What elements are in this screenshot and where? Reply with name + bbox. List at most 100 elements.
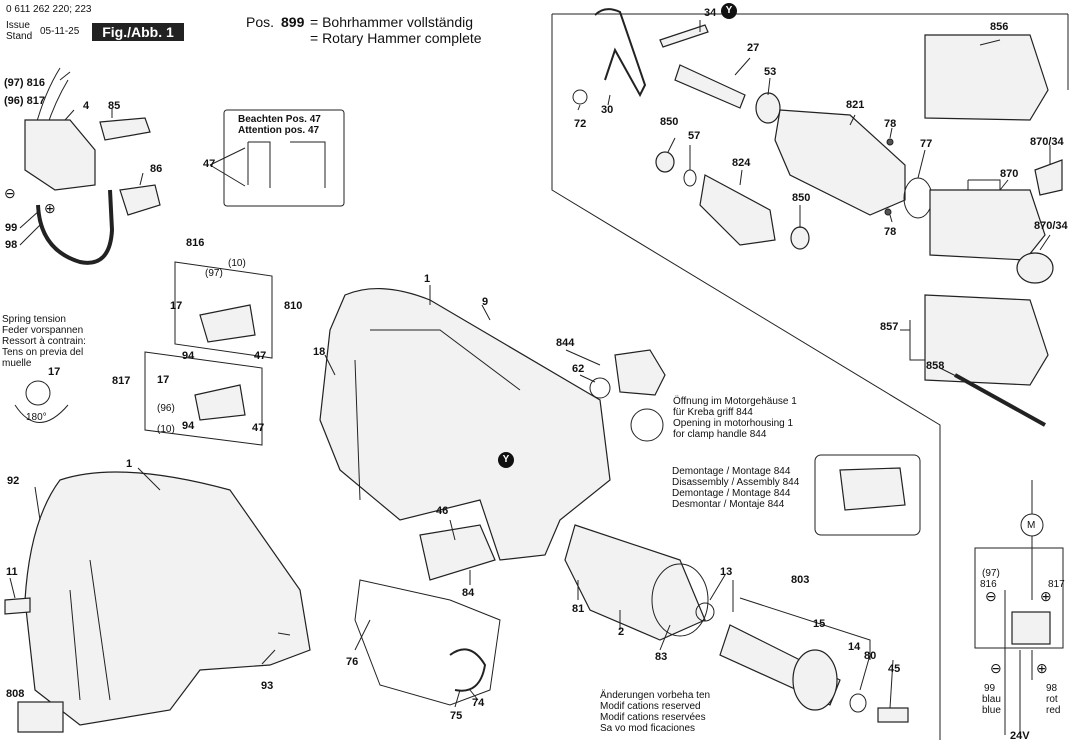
spring-coil: [25, 380, 51, 406]
chuck-bracket: [967, 179, 1001, 190]
label-92: 92: [7, 475, 20, 487]
brush-holder-top: [199, 304, 256, 343]
label-57: 57: [688, 130, 701, 142]
ball-78b: [884, 208, 892, 216]
gear-assembly-821: [774, 109, 906, 216]
wiring-blau: blau: [982, 694, 1001, 705]
armature-fan: [792, 649, 838, 711]
pos-number: 899: [281, 14, 305, 30]
ball-78a: [886, 138, 894, 146]
clip-74: [449, 648, 487, 692]
label-76: 76: [346, 656, 359, 668]
wiring-plus-bottom: ⊕: [1036, 660, 1048, 676]
wiring-box: [974, 547, 1064, 649]
label-78-top: 78: [884, 118, 897, 130]
spring-note-2: Feder vorspannen: [2, 325, 84, 336]
label-824: 824: [732, 157, 751, 169]
battery-minus: ⊖: [4, 185, 16, 201]
label-47-top: 47: [254, 350, 267, 362]
stator-ring-83: [651, 563, 709, 637]
label-97-brush: (97): [205, 268, 223, 279]
spring-arc: [14, 404, 69, 423]
bracket-30: [594, 8, 647, 98]
washer-57: [683, 169, 697, 187]
assembly-note-4: Desmontar / Montaje 844: [672, 499, 785, 510]
bearing-850b: [790, 226, 810, 250]
label-17-bottom: 17: [157, 374, 170, 386]
label-30: 30: [601, 104, 614, 116]
key-870-34: [1034, 159, 1063, 196]
motor-housing-left: [24, 471, 311, 726]
label-4: 4: [83, 100, 90, 112]
assembly-note-3: Demontage / Montage 844: [672, 488, 791, 499]
housing-detail-lines: [354, 329, 521, 501]
label-72: 72: [574, 118, 587, 130]
label-810: 810: [284, 300, 303, 312]
label-1-right: 1: [424, 273, 431, 285]
label-84: 84: [462, 587, 475, 599]
y-marker-center: Y: [498, 452, 514, 468]
label-77: 77: [920, 138, 933, 150]
chuck-key-858: [954, 373, 1046, 427]
label-817-brush: 817: [112, 375, 131, 387]
label-93: 93: [261, 680, 274, 692]
label-844: 844: [556, 337, 575, 349]
label-821: 821: [846, 99, 865, 111]
label-34: 34: [704, 7, 717, 19]
assembly-note-2: Disassembly / Assembly 844: [672, 477, 800, 488]
leaders-right: [577, 20, 1051, 379]
label-81: 81: [572, 603, 585, 615]
label-1-housing: 1: [126, 458, 133, 470]
battery-cable: [36, 189, 115, 265]
clamp-handle-844: [614, 349, 666, 396]
switch-part: [24, 119, 96, 191]
label-98: 98: [5, 239, 18, 251]
label-53: 53: [764, 66, 777, 78]
chuck-nut-870-34: [1016, 252, 1054, 284]
label-75: 75: [450, 710, 463, 722]
label-47-bottom: 47: [252, 422, 265, 434]
opening-note-2: für Kreba griff 844: [673, 407, 753, 418]
chuck-856: [924, 34, 1049, 121]
wiring-plus-top: ⊕: [1040, 588, 1052, 604]
spring-note-3: Ressort à contrain:: [2, 336, 86, 347]
pos-desc-de: = Bohrhammer vollständig: [310, 14, 474, 30]
wiring-lines: [1004, 480, 1033, 735]
label-74: 74: [472, 697, 485, 709]
label-27: 27: [747, 42, 760, 54]
label-78-bottom: 78: [884, 226, 897, 238]
switch-lever-part: [99, 117, 151, 141]
stand-label: Stand: [6, 31, 33, 42]
wiring-97: (97): [982, 568, 1000, 579]
brush-holder-bottom: [194, 384, 246, 421]
label-47-attention: 47: [203, 158, 216, 170]
label-11: 11: [6, 566, 18, 578]
pos-label: Pos.: [246, 14, 275, 30]
opening-symbol: [630, 408, 664, 442]
label-96-817: (96) 817: [4, 95, 45, 107]
label-816-brush: 816: [186, 237, 205, 249]
leaders-center: [324, 285, 894, 709]
label-46: 46: [436, 505, 449, 517]
pin-34: [659, 24, 709, 48]
chuck-857: [924, 294, 1049, 386]
spring-angle: 180°: [26, 412, 47, 423]
label-850-bottom: 850: [792, 192, 811, 204]
spring-note-5: muelle: [2, 358, 32, 369]
label-870-34-top: 870/34: [1030, 136, 1064, 148]
circlip-77: [903, 177, 933, 219]
doc-number: 0 611 262 220; 223: [6, 4, 92, 15]
chuck-870: [929, 189, 1046, 261]
label-10-bottom: (10): [157, 424, 175, 435]
label-96-brush: (96): [157, 403, 175, 414]
motor-housing-right: [319, 288, 611, 561]
issue-label: Issue: [6, 20, 30, 31]
label-97-816: (97) 816: [4, 77, 45, 89]
changes-note-1: Änderungen vorbeha ten: [600, 690, 711, 701]
wiring-rot: rot: [1046, 694, 1058, 705]
leaders-left: [19, 71, 144, 246]
label-857: 857: [880, 321, 899, 333]
label-856: 856: [990, 21, 1009, 33]
label-858: 858: [926, 360, 945, 372]
